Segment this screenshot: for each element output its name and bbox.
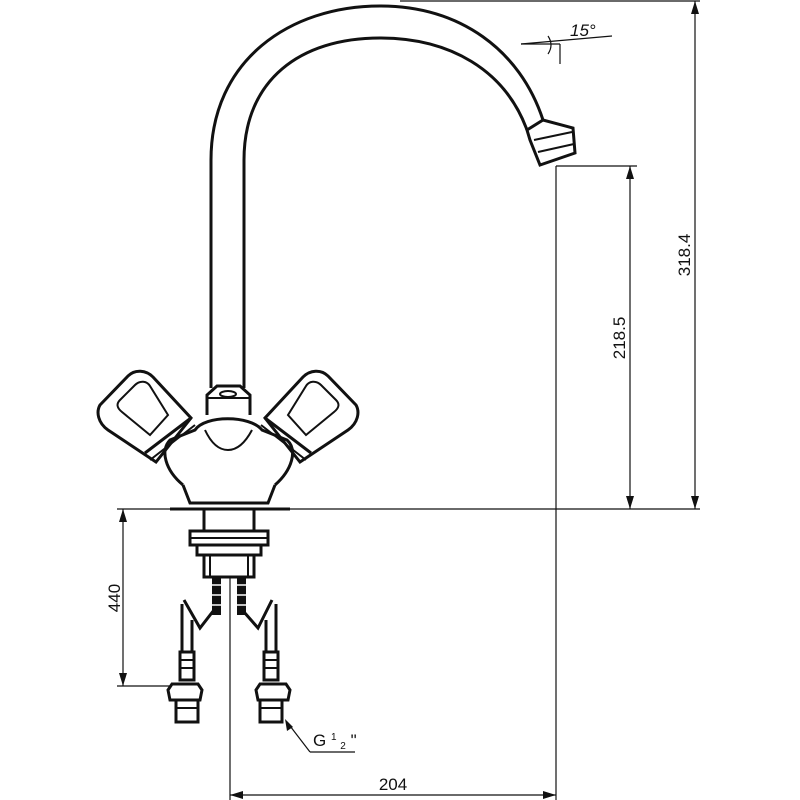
label-thread-size: G 1 2 " (313, 725, 357, 753)
supply-hoses (166, 577, 292, 800)
dimension-labels: 318.4 218.5 440 204 15° G 1 2 " (105, 21, 694, 794)
thread-fraction-num: 1 (331, 732, 337, 743)
label-total-height: 318.4 (675, 234, 694, 277)
right-handle (260, 369, 360, 465)
thread-base: G (313, 731, 326, 750)
valve-body (163, 384, 295, 511)
thread-suffix: " (351, 731, 357, 750)
hose-braid-left (212, 577, 221, 615)
spout (209, 4, 613, 388)
spout-nozzle (525, 118, 577, 167)
left-handle (96, 369, 196, 465)
dimension-lines (117, 0, 700, 800)
label-spout-reach: 204 (379, 775, 407, 794)
mounting-shank (188, 507, 270, 579)
hose-braid-right (237, 577, 246, 615)
thread-fraction-den: 2 (340, 741, 346, 752)
label-spout-angle: 15° (570, 21, 596, 40)
label-hose-length: 440 (105, 584, 124, 612)
label-spout-height: 218.5 (610, 317, 629, 360)
angle-ref-tilted (520, 35, 613, 45)
